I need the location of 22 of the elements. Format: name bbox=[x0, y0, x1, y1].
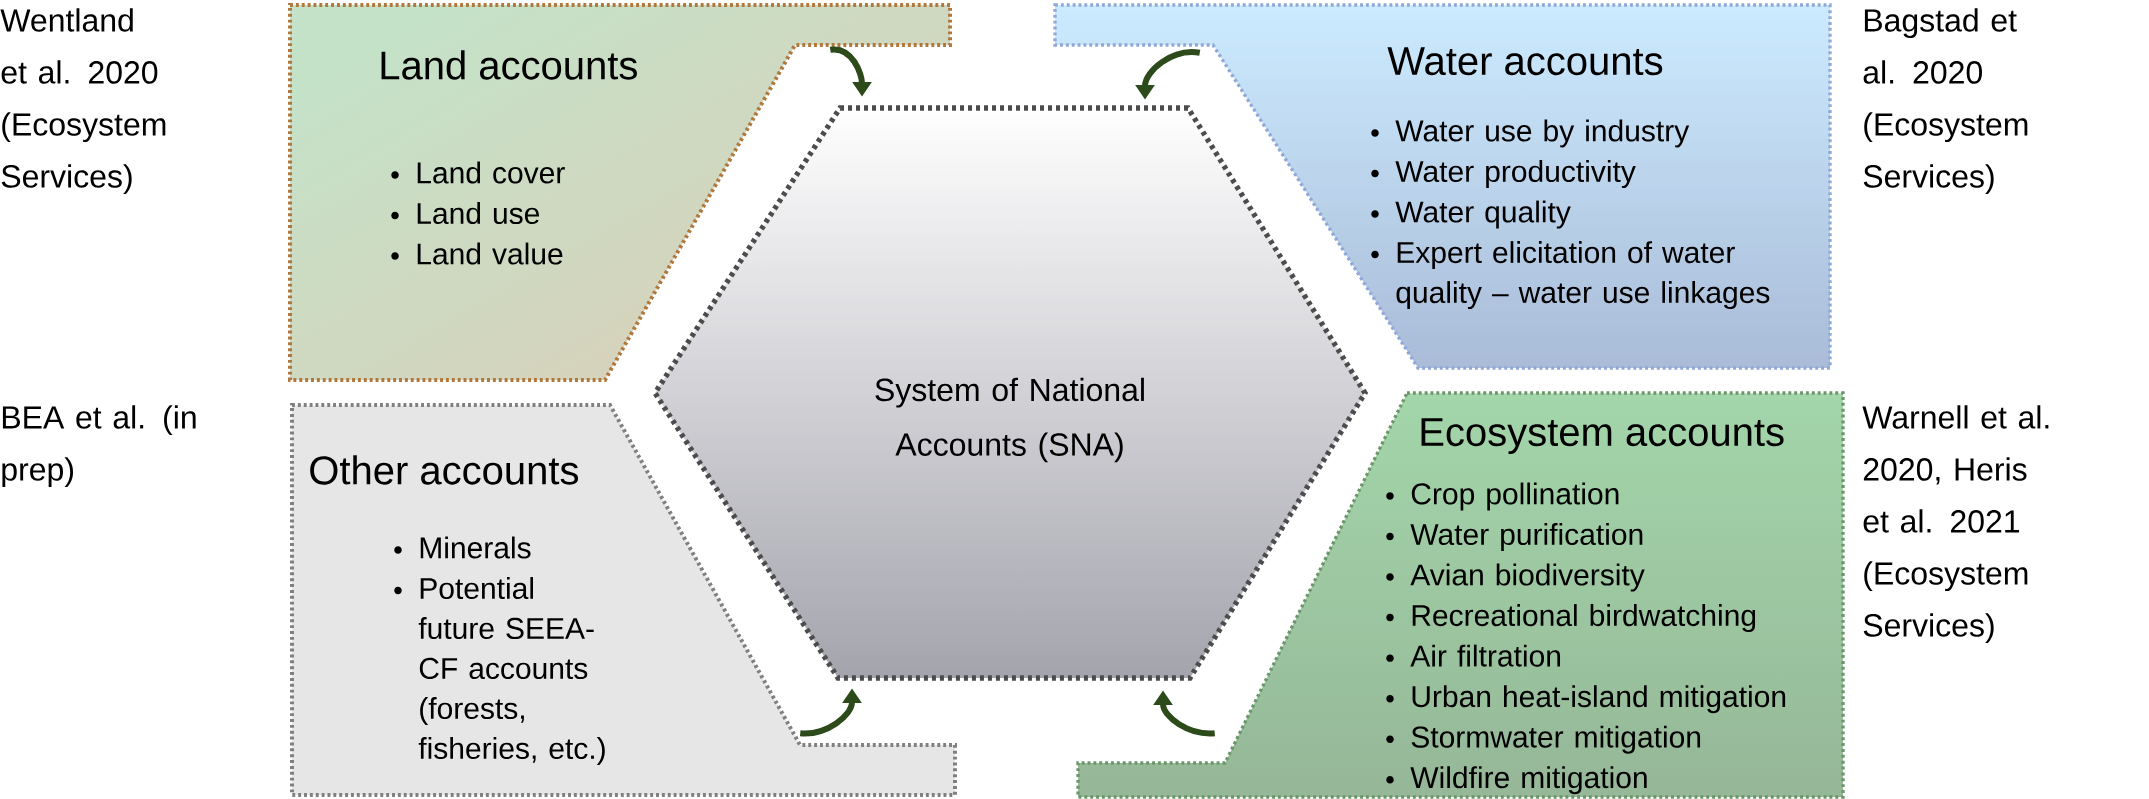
node-label: Land cover bbox=[417, 161, 565, 184]
node-label: Water quality bbox=[1395, 200, 1571, 229]
citation-text: Warnell et al. 2020, Heris et al. 2021 (Ecosystem Services) bbox=[1862, 405, 2049, 644]
node-label: Land accounts bbox=[381, 50, 637, 80]
node-label: Water purification bbox=[1410, 523, 1643, 552]
node-label: Urban heat-island mitigation bbox=[1412, 685, 1786, 714]
node-label: Land value bbox=[417, 242, 563, 265]
node-label: Water accounts bbox=[1387, 47, 1663, 76]
node-label: Water use by industry bbox=[1395, 119, 1690, 148]
node-label: Crop pollination bbox=[1411, 482, 1619, 511]
node-label: Ecosystem accounts bbox=[1421, 418, 1784, 455]
node-label: Stormwater mitigation bbox=[1411, 725, 1701, 754]
node-label: Land use bbox=[417, 202, 540, 225]
node-label: Air filtration bbox=[1410, 644, 1561, 667]
citation-text: Wentland et al. 2020 (Ecosystem Services) bbox=[0, 8, 166, 195]
citation-text: Bagstad et al. 2020 (Ecosystem Services) bbox=[1863, 8, 2028, 195]
node-label: Water productivity bbox=[1395, 160, 1636, 189]
node-label: Avian biodiversity bbox=[1410, 563, 1645, 592]
node-label: Recreational birdwatching bbox=[1412, 604, 1756, 633]
node-label: Wildfire mitigation bbox=[1410, 766, 1647, 795]
node-label: Expert elicitation of water quality – water use linkages bbox=[1396, 241, 1770, 310]
citation-text: BEA et al. (in prep) bbox=[2, 405, 196, 488]
